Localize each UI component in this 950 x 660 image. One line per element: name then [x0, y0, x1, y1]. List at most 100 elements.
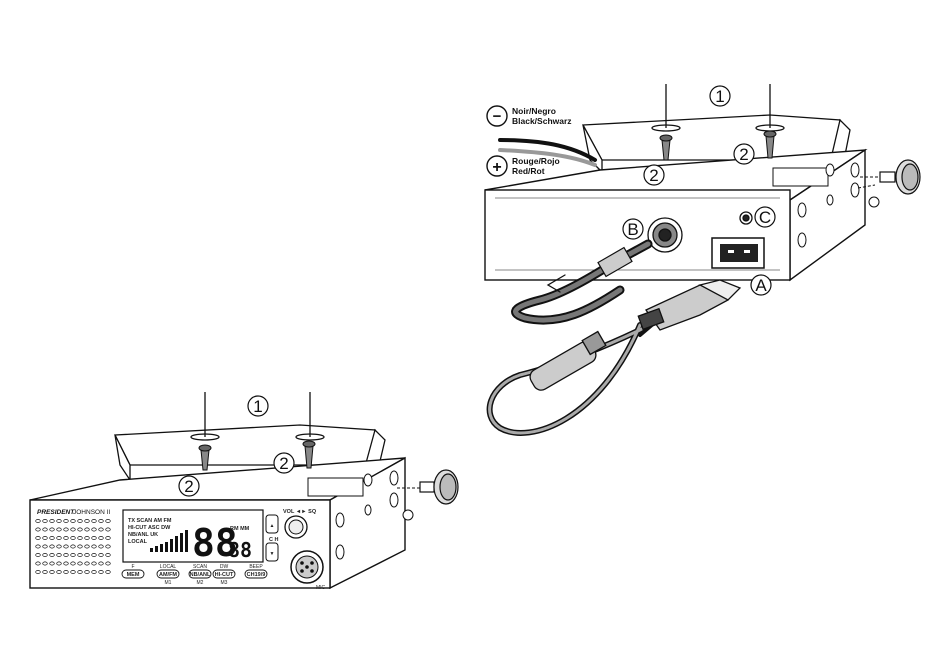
- grille-hole: [99, 553, 104, 556]
- grille-hole: [71, 553, 76, 556]
- lcd-row4: LOCAL: [128, 539, 148, 545]
- grille-hole: [92, 519, 97, 522]
- button-sub-label: M1: [165, 580, 172, 586]
- grille-hole: [50, 553, 55, 556]
- grille-hole: [71, 562, 76, 565]
- chevron-up-icon: ▲: [270, 523, 275, 529]
- grille-hole: [64, 519, 69, 522]
- ch-label: C H: [269, 537, 279, 543]
- grille-hole: [71, 570, 76, 573]
- grille-hole: [43, 553, 48, 556]
- grille-hole: [85, 562, 90, 565]
- grille-hole: [85, 536, 90, 539]
- grille-hole: [92, 553, 97, 556]
- positive-label-line1: Rouge/Rojo: [512, 156, 560, 166]
- grille-hole: [50, 545, 55, 548]
- grille-hole: [78, 528, 83, 531]
- negative-label-line2: Black/Schwarz: [512, 116, 572, 126]
- grille-hole: [99, 528, 104, 531]
- volume-knob[interactable]: [285, 516, 307, 538]
- grille-hole: [36, 562, 41, 565]
- grille-hole: [36, 528, 41, 531]
- grille-hole: [43, 562, 48, 565]
- negative-wire-label: − Noir/Negro Black/Schwarz: [487, 106, 572, 126]
- grille-hole: [57, 545, 62, 548]
- brand-model: JOHNSON II: [73, 509, 110, 516]
- negative-label-line1: Noir/Negro: [512, 106, 556, 116]
- grille-hole: [64, 570, 69, 573]
- grille-hole: [92, 528, 97, 531]
- grille-hole: [36, 553, 41, 556]
- grille-hole: [64, 553, 69, 556]
- grille-hole: [50, 570, 55, 573]
- callout-2-rear-left: 2: [649, 166, 658, 185]
- grille-hole: [64, 536, 69, 539]
- grille-hole: [85, 553, 90, 556]
- function-button-label: AM/FM: [159, 572, 177, 578]
- grille-hole: [92, 545, 97, 548]
- grille-hole: [85, 519, 90, 522]
- vol-sq-label: VOL ◄► SQ: [283, 509, 317, 515]
- grille-hole: [92, 570, 97, 573]
- grille-hole: [57, 553, 62, 556]
- fuse-holder: [527, 332, 606, 393]
- grille-hole: [106, 570, 111, 573]
- grille-hole: [106, 553, 111, 556]
- grille-hole: [64, 545, 69, 548]
- thumb-screw-rear: [880, 160, 920, 194]
- grille-hole: [92, 562, 97, 565]
- button-top-label: F: [131, 564, 134, 570]
- callout-2-front-left: 2: [184, 477, 193, 496]
- callout-a: A: [755, 276, 767, 295]
- grille-hole: [64, 528, 69, 531]
- grille-hole: [78, 562, 83, 565]
- callout-b: B: [627, 220, 638, 239]
- grille-hole: [106, 545, 111, 548]
- grille-hole: [99, 562, 104, 565]
- grille-hole: [57, 536, 62, 539]
- callout-2-rear-right: 2: [739, 145, 748, 164]
- grille-hole: [106, 519, 111, 522]
- minus-sign: −: [493, 108, 502, 125]
- grille-hole: [50, 562, 55, 565]
- brand-president: PRESIDENT: [37, 509, 75, 516]
- positive-label-line2: Red/Rot: [512, 166, 545, 176]
- function-button-label: MEM: [127, 572, 140, 578]
- front-view-illustration: PRESIDENT JOHNSON II TX SCAN AM FM HI-CU…: [30, 392, 458, 591]
- grille-hole: [85, 528, 90, 531]
- button-top-label: BEEP: [249, 564, 263, 570]
- grille-hole: [71, 519, 76, 522]
- grille-hole: [57, 562, 62, 565]
- lcd-display: TX SCAN AM FM HI-CUT ASC DW NB/ANL UK LO…: [123, 510, 263, 565]
- lcd-row1: TX SCAN AM FM: [128, 518, 172, 524]
- thumb-screw-front: [420, 470, 458, 504]
- grille-hole: [50, 536, 55, 539]
- lcd-small-digits: 88: [228, 538, 252, 562]
- grille-hole: [71, 528, 76, 531]
- lcd-right-label: RM MM: [230, 526, 250, 532]
- grille-hole: [43, 528, 48, 531]
- grille-hole: [57, 528, 62, 531]
- button-sub-label: M2: [197, 580, 204, 586]
- grille-hole: [106, 536, 111, 539]
- speaker-jack-c: [740, 212, 752, 224]
- grille-hole: [36, 519, 41, 522]
- grille-hole: [71, 536, 76, 539]
- grille-hole: [92, 536, 97, 539]
- function-button-label: HI-CUT: [215, 572, 234, 578]
- grille-hole: [36, 570, 41, 573]
- chevron-down-icon: ▼: [270, 551, 275, 557]
- grille-hole: [50, 519, 55, 522]
- grille-hole: [99, 519, 104, 522]
- callout-1-rear: 1: [715, 87, 724, 106]
- positive-wire-label: + Rouge/Rojo Red/Rot: [487, 156, 560, 176]
- grille-hole: [78, 536, 83, 539]
- grille-hole: [36, 545, 41, 548]
- callout-1-front: 1: [253, 397, 262, 416]
- grille-hole: [57, 519, 62, 522]
- grille-hole: [50, 528, 55, 531]
- grille-hole: [99, 545, 104, 548]
- function-button-label: CH19/9: [247, 572, 266, 578]
- grille-hole: [78, 519, 83, 522]
